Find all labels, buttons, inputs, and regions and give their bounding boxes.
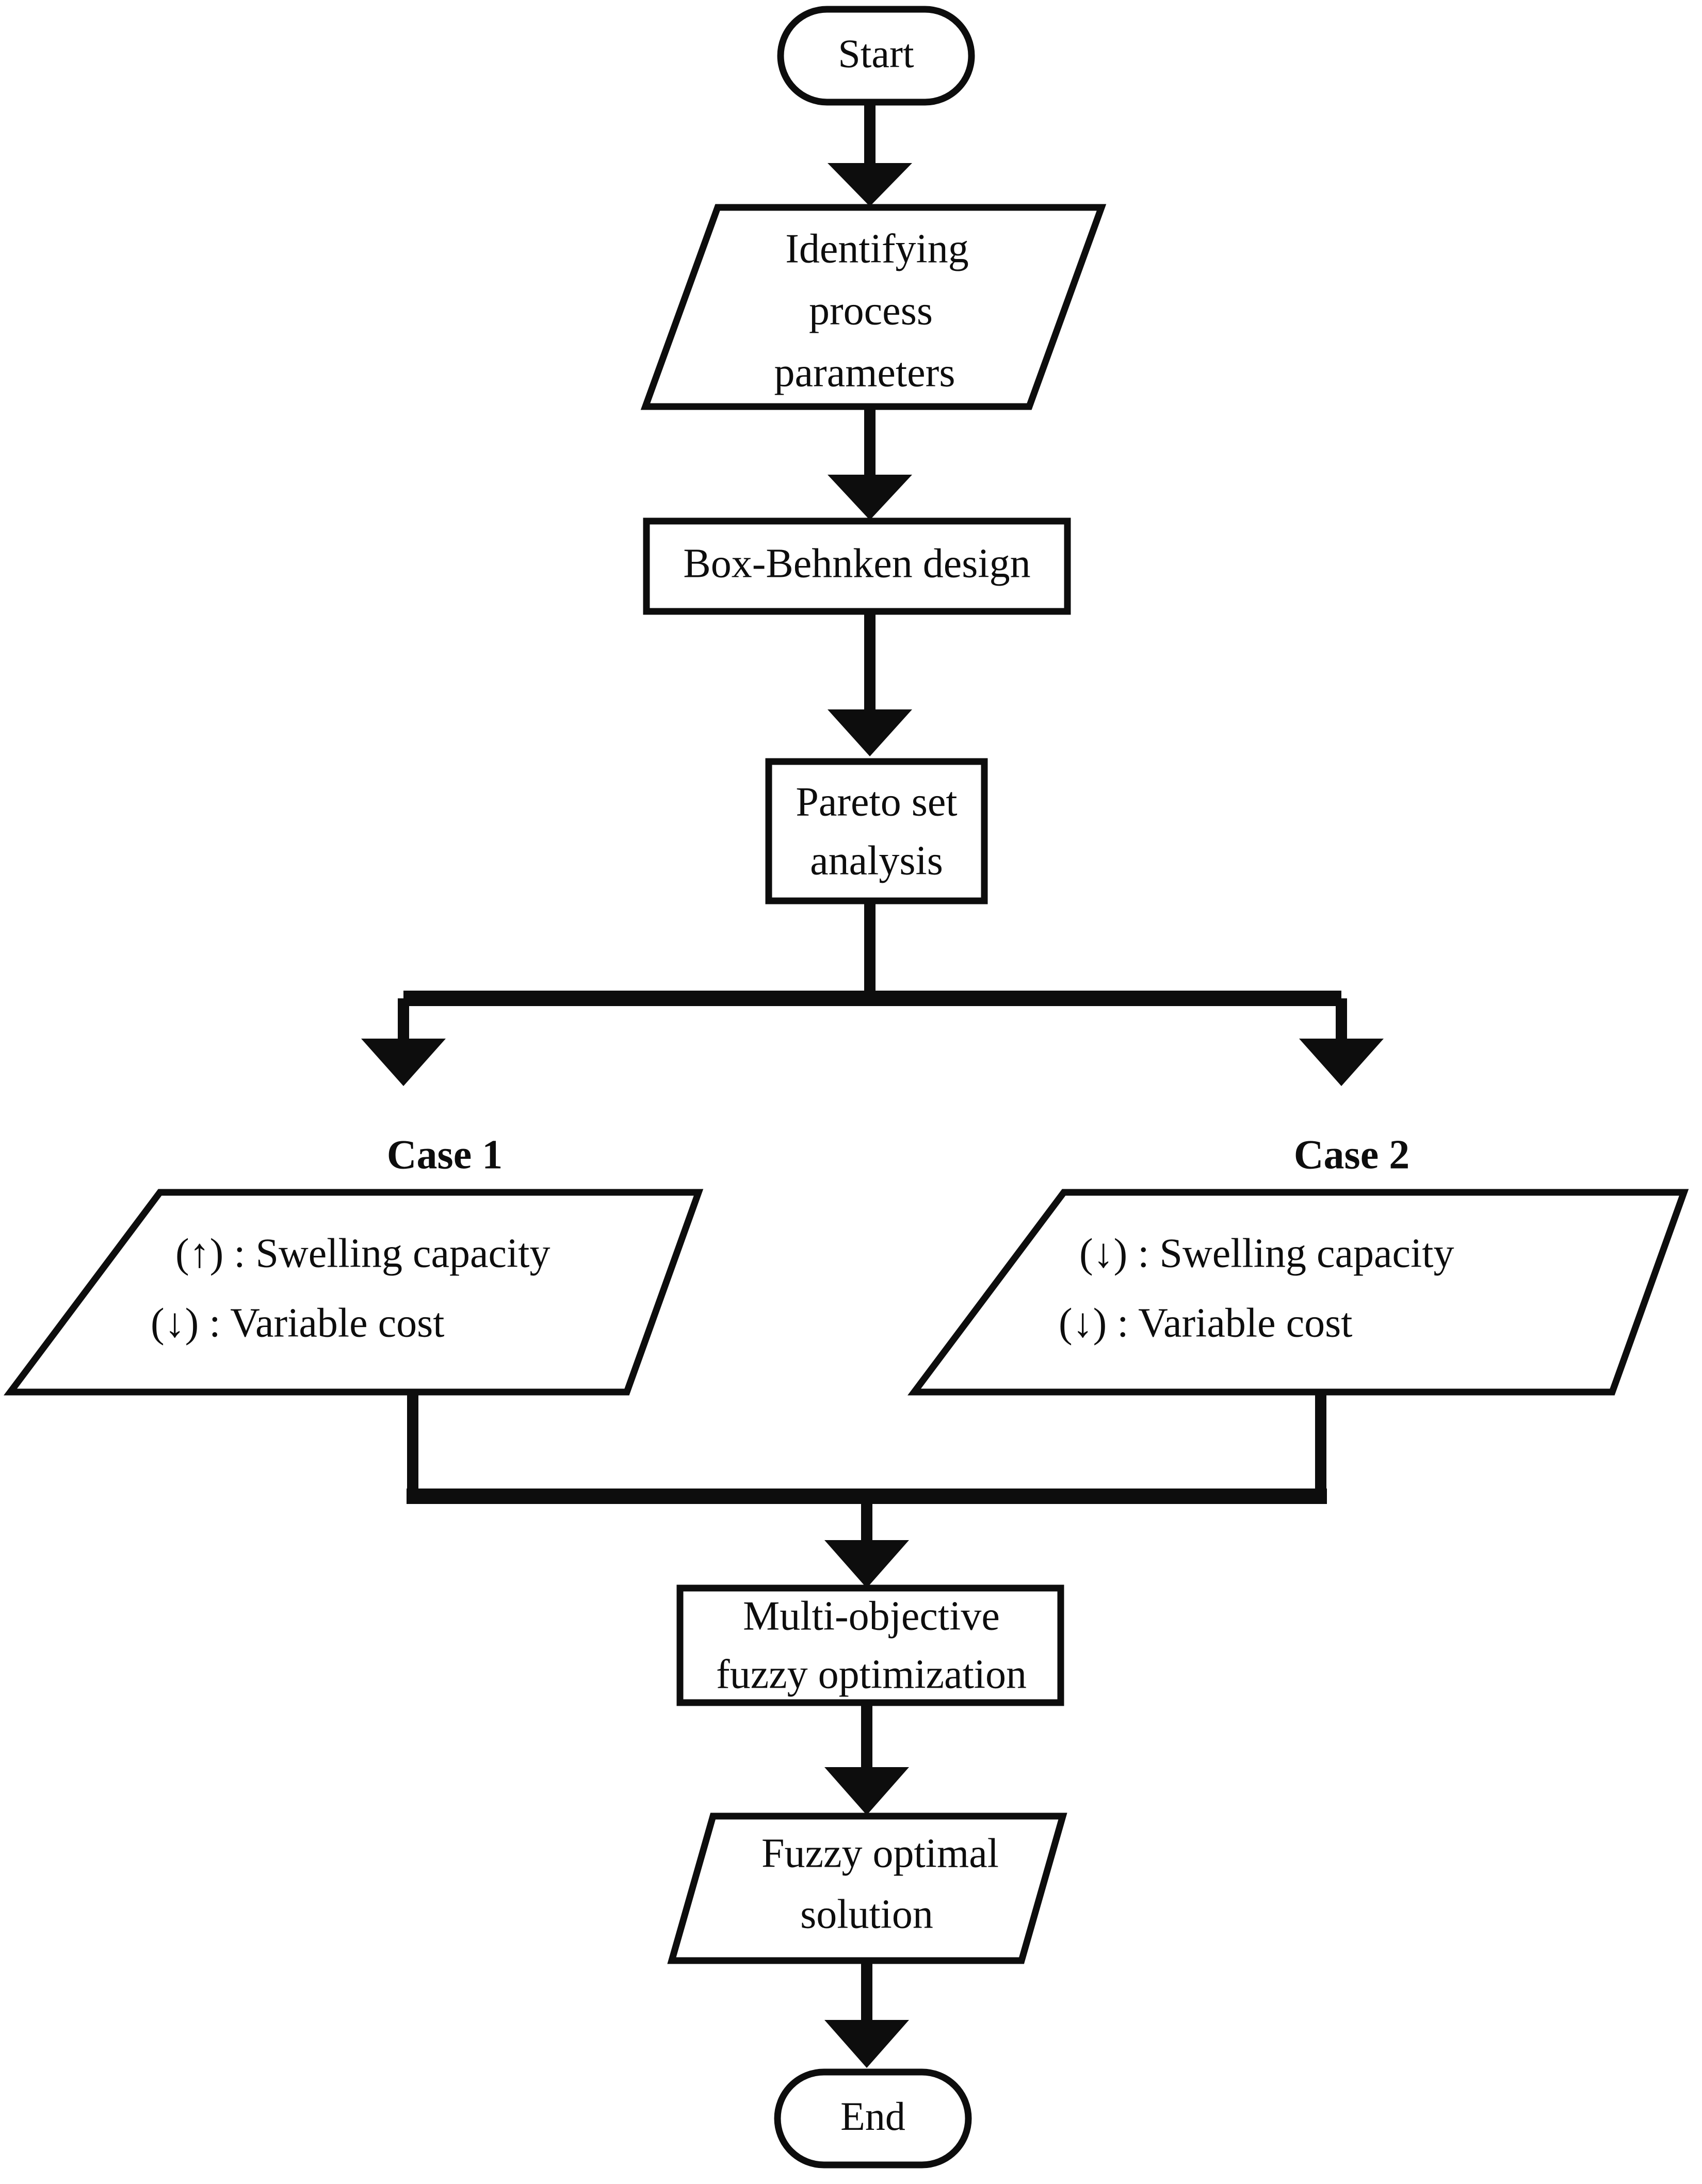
case-1-header: Case 1: [387, 1132, 503, 1177]
edge-identify-to-bbd: [828, 408, 912, 520]
edge-mofo-to-fuzzysol: [824, 1703, 909, 1815]
case-2-header: Case 2: [1294, 1132, 1409, 1177]
node-start[interactable]: Start: [777, 6, 975, 106]
node-identify-line2: process: [809, 288, 933, 333]
node-case-2[interactable]: (↓) : Swelling capacity (↓) : Variable c…: [907, 1189, 1689, 1396]
edge-pareto-split: [361, 900, 1384, 1086]
node-pareto-line1: Pareto set: [796, 779, 957, 824]
edge-bbd-to-pareto: [828, 611, 912, 756]
node-fuzzysol-line1: Fuzzy optimal: [761, 1831, 999, 1876]
case-2-objective-2: (↓) : Variable cost: [1059, 1300, 1352, 1346]
node-mofo-line2: fuzzy optimization: [716, 1652, 1027, 1697]
node-mofo-line1: Multi-objective: [743, 1593, 1000, 1639]
edge-start-to-identify: [828, 101, 912, 206]
node-end-label: End: [840, 2094, 905, 2139]
node-bbd-label: Box-Behnken design: [683, 541, 1030, 586]
case-1-objective-1: (↑) : Swelling capacity: [175, 1231, 550, 1276]
edge-merge-to-mofo: [407, 1489, 1327, 1588]
node-case-1[interactable]: (↑) : Swelling capacity (↓) : Variable c…: [4, 1189, 704, 1396]
case-1-objective-2: (↓) : Variable cost: [151, 1300, 444, 1346]
node-pareto-set-analysis[interactable]: Pareto set analysis: [765, 758, 988, 904]
node-identify-line3: parameters: [774, 350, 955, 395]
node-pareto-line2: analysis: [810, 838, 943, 883]
node-start-label: Start: [838, 31, 914, 76]
node-fuzzysol-line2: solution: [800, 1891, 933, 1937]
edge-fuzzysol-to-end: [824, 1961, 909, 2068]
case-2-objective-1: (↓) : Swelling capacity: [1079, 1231, 1454, 1276]
node-fuzzy-optimal-solution[interactable]: Fuzzy optimal solution: [667, 1813, 1067, 1964]
node-box-behnken-design[interactable]: Box-Behnken design: [643, 517, 1071, 615]
node-identify-line1: Identifying: [785, 226, 968, 271]
node-end[interactable]: End: [774, 2068, 972, 2169]
node-multi-objective-fuzzy-optimization[interactable]: Multi-objective fuzzy optimization: [676, 1584, 1064, 1706]
node-identifying-process-parameters[interactable]: Identifying process parameters: [640, 204, 1107, 410]
